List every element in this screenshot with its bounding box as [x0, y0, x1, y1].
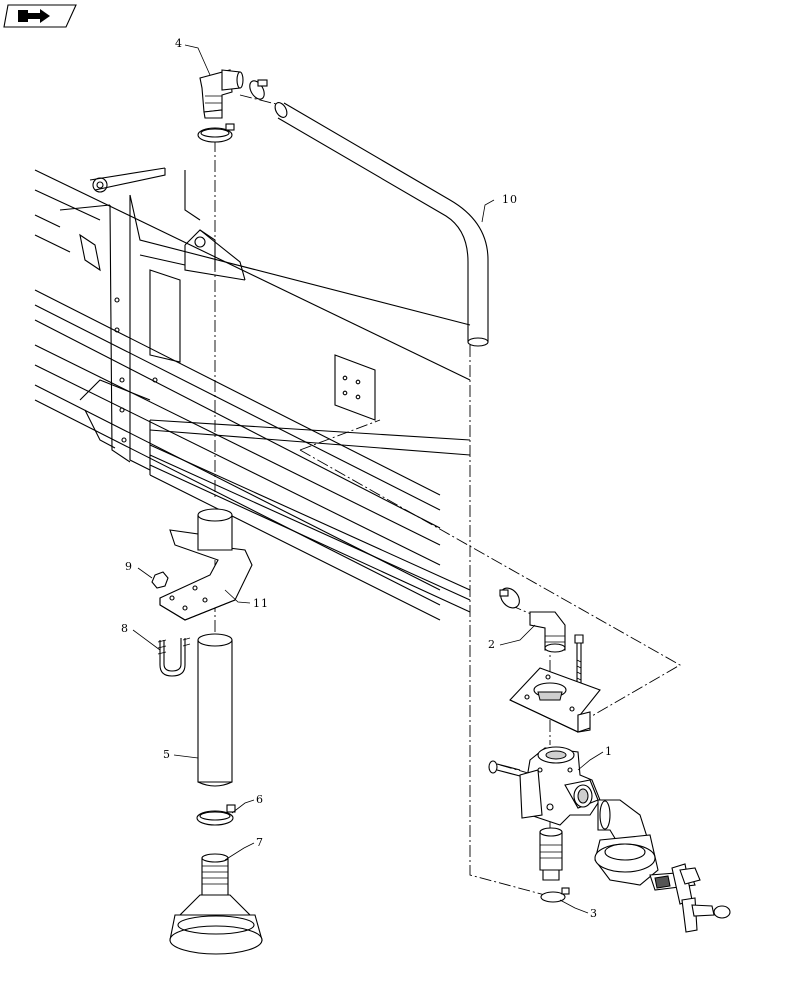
part-9-nut — [151, 571, 169, 589]
page-flip-arrow-icon[interactable] — [3, 4, 77, 28]
part-3-hose-clamp — [540, 887, 570, 903]
valve-mounting-bracket — [509, 667, 601, 733]
hose-clamp-top-left — [197, 123, 235, 143]
part-11-mounting-bracket — [159, 508, 253, 621]
part-10-bent-hose — [274, 102, 489, 347]
callout-8: 8 — [121, 622, 129, 635]
callout-1: 1 — [605, 745, 613, 758]
callout-2: 2 — [488, 638, 496, 651]
part-1-valve-body — [519, 746, 601, 826]
part-4-elbow-fitting — [199, 69, 244, 119]
sprayer-frame — [34, 167, 471, 621]
tee-fitting-assembly — [649, 863, 731, 933]
part-8-u-bolt — [157, 637, 191, 677]
callout-10: 10 — [502, 193, 518, 206]
callout-4: 4 — [175, 37, 183, 50]
callout-6: 6 — [256, 793, 264, 806]
callout-leaders — [132, 44, 604, 914]
part-6-hose-clamp — [196, 804, 236, 826]
pressure-regulator — [594, 799, 659, 886]
valve-stem-fitting — [539, 827, 563, 881]
callout-3: 3 — [590, 907, 598, 920]
part-5-pipe — [197, 633, 233, 787]
part-2-elbow-fitting — [499, 587, 566, 653]
part-7-foot-fitting — [169, 853, 263, 955]
assembly-centerlines — [214, 94, 681, 896]
callout-5: 5 — [163, 748, 171, 761]
callout-9: 9 — [125, 560, 133, 573]
hose-clamp-top-right — [249, 79, 268, 100]
valve-screw — [488, 760, 521, 777]
callout-labels: 4 10 9 8 5 11 2 1 6 7 3 — [121, 37, 613, 920]
callout-11: 11 — [253, 597, 269, 610]
callout-7: 7 — [256, 836, 264, 849]
